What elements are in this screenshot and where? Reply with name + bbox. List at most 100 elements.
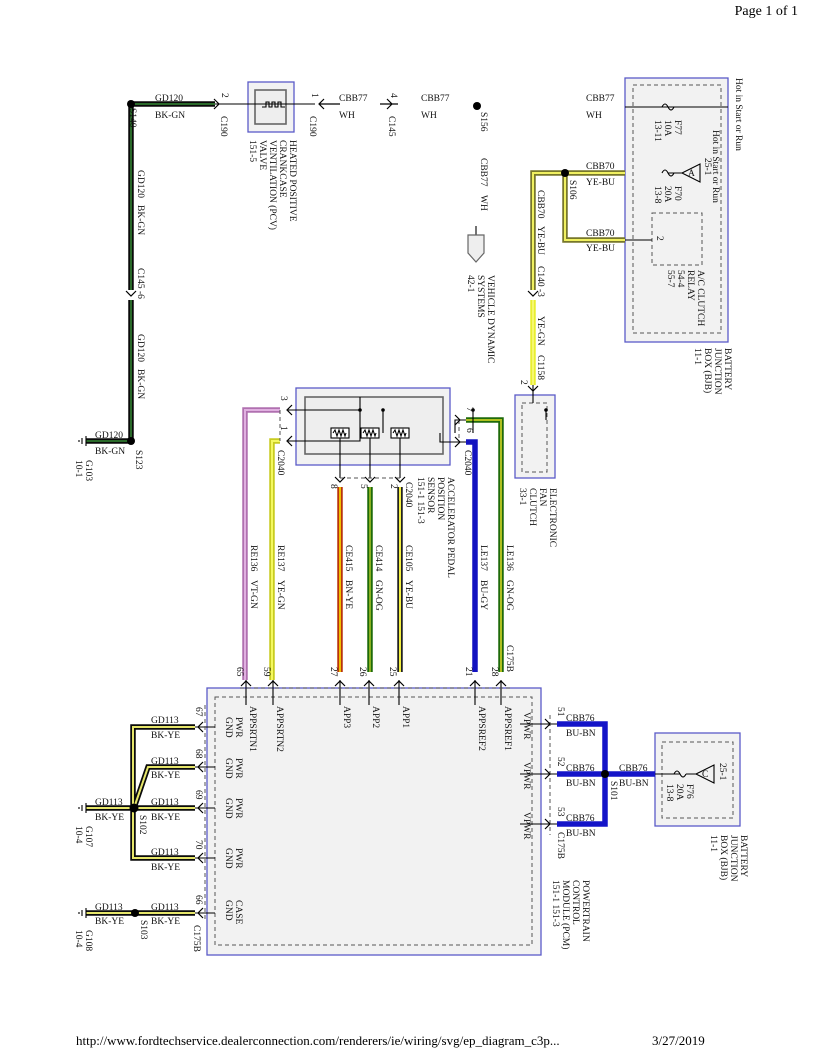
wire-le136-gnog-core (466, 419, 502, 672)
pin-name: APPSREF2 (476, 706, 486, 751)
component-label: VEHICLE DYNAMIC (485, 275, 495, 363)
component-label: JUNCTION (712, 348, 722, 395)
power-ref-a: A (688, 169, 695, 179)
power-ref-c: C (702, 770, 708, 780)
accelerator-pedal-position-sensor[interactable] (295, 387, 451, 466)
pin-name: CASE (233, 900, 243, 924)
c190-pin1-arrow (318, 98, 340, 110)
pin-label: 25 (387, 667, 397, 677)
wire-le137-bugy (466, 439, 478, 672)
wire-label: YE-BU (586, 178, 615, 188)
fuse-label: 13-8 (664, 784, 674, 802)
fuses (661, 103, 715, 784)
fuse-f76-icon (673, 770, 687, 778)
pin-name: APP3 (341, 706, 351, 728)
splice-label: S106 (567, 180, 577, 200)
component-label: 42-1 (465, 275, 475, 293)
pin-label: 8 (328, 484, 338, 489)
pin-name: PWR (233, 717, 243, 738)
pin-name: GND (223, 798, 233, 819)
heater-icon (262, 101, 285, 108)
wire-label: VT-GN (248, 580, 258, 609)
wire-label: CE415 (343, 545, 353, 572)
wire-label: BK-GN (135, 369, 145, 399)
potentiometer-icons (330, 427, 410, 439)
relay-label: RELAY (685, 270, 695, 301)
wire-label: 2 (654, 236, 664, 241)
pin-label: 3 (278, 396, 288, 401)
splice-s101 (601, 770, 609, 778)
component-label: BATTERY (722, 348, 732, 390)
pin-label: 26 (357, 667, 367, 677)
wire-label: GD120 (95, 431, 123, 441)
splice-label: S101 (608, 781, 618, 801)
wire-label: BU-BN (566, 729, 596, 739)
c145-pin6-arrow (125, 290, 137, 297)
wire-label: CBB70 (535, 190, 545, 219)
wire-label: WH (339, 111, 355, 121)
pcv-valve[interactable] (247, 81, 295, 133)
pin-name: APPSREF1 (502, 706, 512, 751)
connector-label: C190 (218, 116, 228, 137)
wire-label: YE-BU (535, 226, 545, 255)
component-label: MODULE (PCM) (560, 880, 571, 949)
powertrain-control-module[interactable] (206, 687, 542, 956)
c1158-pin2-arrow (527, 385, 539, 392)
power-ref-triangle-c (694, 764, 715, 784)
wire-label: BK-YE (95, 917, 124, 927)
pin-label: 53 (555, 807, 565, 817)
fuse-label: 13-8 (652, 186, 662, 204)
wire-label: CE414 (373, 545, 383, 572)
wire-label: BK-YE (151, 863, 180, 873)
wire-label: CBB76 (566, 714, 595, 724)
vehicle-dynamic-offpage-connector[interactable] (467, 226, 485, 263)
wire-label: BK-GN (135, 205, 145, 235)
fuse-label: 10A (662, 120, 672, 137)
pin-name: APP2 (370, 706, 380, 728)
ground-label: G103 (83, 460, 93, 481)
wire-label: GD113 (95, 903, 123, 913)
bjb-label: Hot in Start or Run (733, 78, 743, 151)
pin-name: APP1 (400, 706, 410, 728)
splice-s140 (127, 100, 135, 108)
pin-label: 59 (261, 667, 271, 677)
component-label: FAN (537, 488, 547, 506)
wire-label: LE136 (504, 545, 514, 571)
wire-re137-yegn-core (271, 440, 280, 680)
connector-label: C2040 (275, 450, 285, 476)
wire-label: BK-YE (151, 917, 180, 927)
component-label: SYSTEMS (475, 275, 485, 318)
wire-label: BK-YE (95, 813, 124, 823)
pin-name: VPWR (521, 812, 531, 840)
electronic-fan-clutch[interactable] (514, 394, 556, 479)
ground-label: 10-1 (73, 460, 83, 478)
battery-junction-box-top[interactable] (624, 77, 729, 343)
page-number: Page 1 of 1 (734, 4, 798, 19)
pin-name: VPWR (521, 762, 531, 790)
component-label: CONTROL (570, 880, 580, 925)
wire-label: GD113 (151, 757, 179, 767)
wire-label: BK-GN (95, 447, 125, 457)
c145-pin4-arrow (380, 98, 398, 110)
ground-label: G108 (83, 930, 93, 951)
relay-label: A/C CLUTCH (695, 270, 705, 326)
connector-label: C145 (386, 116, 396, 137)
wire-label: GN-OG (504, 580, 514, 611)
pin-label: 67 (193, 707, 203, 717)
wire-label: BU-BN (619, 779, 649, 789)
pin-name: GND (223, 758, 233, 779)
wire-label: YE-BU (403, 580, 413, 609)
component-label: BOX (BJB) (718, 835, 729, 880)
wire-label: CBB76 (566, 764, 595, 774)
component-label: 33-1 (517, 488, 527, 506)
pin-label: 70 (193, 840, 203, 850)
wire-label: CBB76 (566, 814, 595, 824)
connector-label: C175B (191, 925, 201, 952)
wire-label: BK-GN (155, 111, 185, 121)
wire-label: YE-GN (275, 580, 285, 610)
battery-junction-box-bottom[interactable] (654, 732, 741, 827)
connector-label: C2040 (403, 482, 413, 508)
wire-label: CBB76 (619, 764, 648, 774)
wire-label: CBB77 (478, 158, 488, 187)
